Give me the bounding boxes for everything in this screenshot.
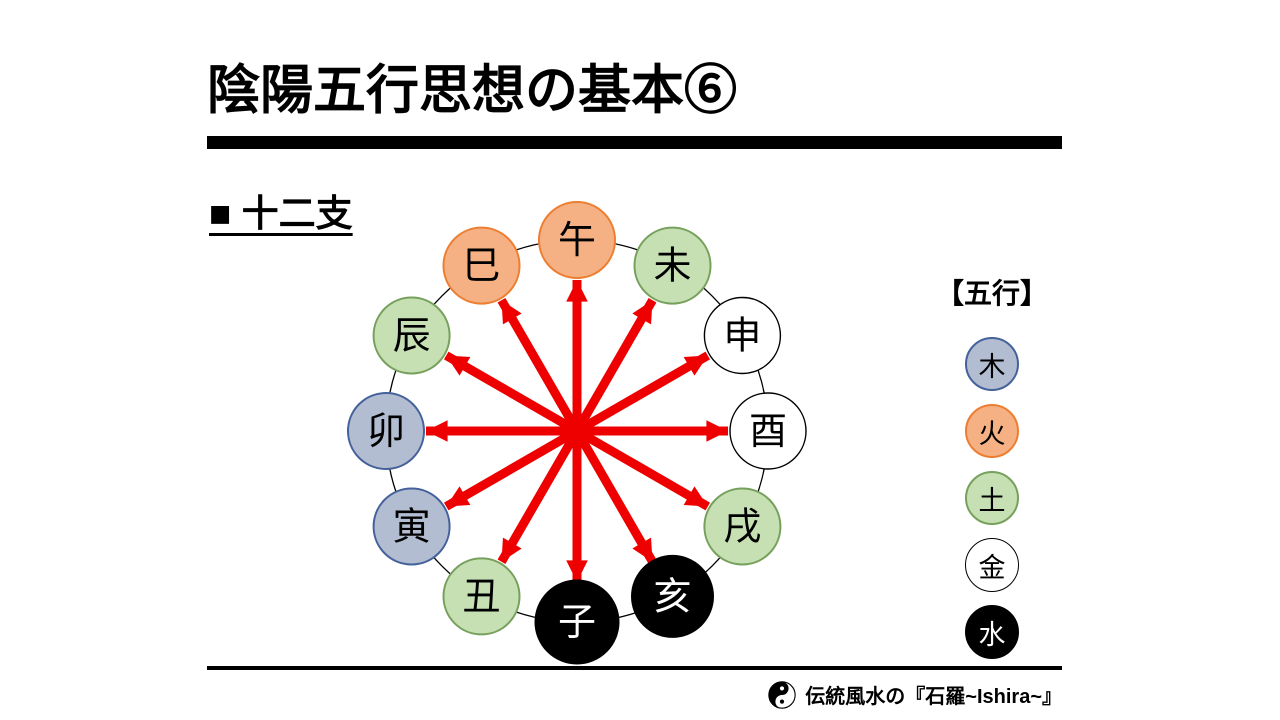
zodiac-sign-label: 子	[558, 602, 596, 644]
zodiac-sign-label: 酉	[749, 411, 787, 453]
page-title: 陰陽五行思想の基本⑥	[207, 61, 737, 120]
zodiac-sign-circle	[703, 487, 782, 566]
zodiac-sign-metal: 酉	[729, 392, 807, 470]
zodiac-sign-circle	[538, 201, 616, 279]
clash-arrow	[574, 351, 711, 435]
clash-arrow	[497, 297, 581, 434]
footer-brand: 伝統風水の『石羅~Ishira~』	[768, 680, 1062, 709]
zodiac-sign-label: 未	[653, 246, 691, 288]
zodiac-sign-circle	[442, 226, 521, 305]
title-underline-bar	[207, 136, 1062, 149]
clash-arrow	[574, 427, 711, 511]
zodiac-sign-circle	[703, 296, 782, 375]
zodiac-sign-earth: 辰	[372, 296, 451, 375]
zodiac-sign-label: 巳	[462, 246, 500, 288]
legend-items: 木火土金水	[965, 337, 1019, 672]
zodiac-sign-circle	[534, 579, 620, 665]
zodiac-sign-fire: 巳	[442, 226, 521, 305]
legend-item-fire: 火	[965, 404, 1019, 458]
yin-yang-icon	[768, 680, 797, 709]
zodiac-sign-label: 申	[723, 316, 761, 358]
clash-arrow	[573, 428, 657, 565]
zodiac-sign-label: 戌	[723, 507, 761, 549]
zodiac-sign-label: 丑	[462, 576, 500, 618]
zodiac-sign-metal: 申	[703, 296, 782, 375]
clash-arrow	[443, 351, 580, 435]
legend-item-wood: 木	[965, 337, 1019, 391]
legend-item-water: 水	[965, 605, 1019, 659]
legend-title: 【五行】	[935, 278, 1048, 309]
zodiac-sign-circle	[729, 392, 807, 470]
legend-item-metal: 金	[965, 538, 1019, 592]
zodiac-sign-wood: 卯	[347, 392, 425, 470]
zodiac-sign-label: 辰	[393, 316, 431, 358]
zodiac-sign-circle	[347, 392, 425, 470]
zodiac-sign-circle	[442, 557, 521, 636]
zodiac-sign-label: 卯	[367, 411, 405, 453]
zodiac-sign-water: 子	[534, 579, 620, 665]
zodiac-sign-circle	[372, 487, 451, 566]
legend-item-earth: 土	[965, 471, 1019, 525]
brand-text: 伝統風水の『石羅~Ishira~』	[805, 686, 1062, 708]
clash-arrow	[573, 297, 657, 434]
zodiac-sign-label: 寅	[393, 507, 431, 549]
zodiac-sign-earth: 戌	[703, 487, 782, 566]
clash-arrow	[443, 427, 580, 511]
zodiac-sign-circle	[633, 226, 712, 305]
zodiac-sign-circle	[372, 296, 451, 375]
zodiac-sign-wood: 寅	[372, 487, 451, 566]
zodiac-sign-earth: 丑	[442, 557, 521, 636]
clash-arrow	[497, 428, 581, 565]
zodiac-sign-water: 亥	[631, 554, 714, 638]
section-heading: ■ 十二支	[209, 193, 353, 234]
zodiac-sign-earth: 未	[633, 226, 712, 305]
footer-divider	[207, 666, 1062, 670]
zodiac-sign-label: 亥	[653, 576, 691, 618]
elements-legend: 【五行】 木火土金水	[928, 272, 1056, 672]
zodiac-sign-label: 午	[558, 220, 596, 262]
zodiac-sign-circle	[631, 554, 714, 638]
zodiac-sign-fire: 午	[538, 201, 616, 279]
